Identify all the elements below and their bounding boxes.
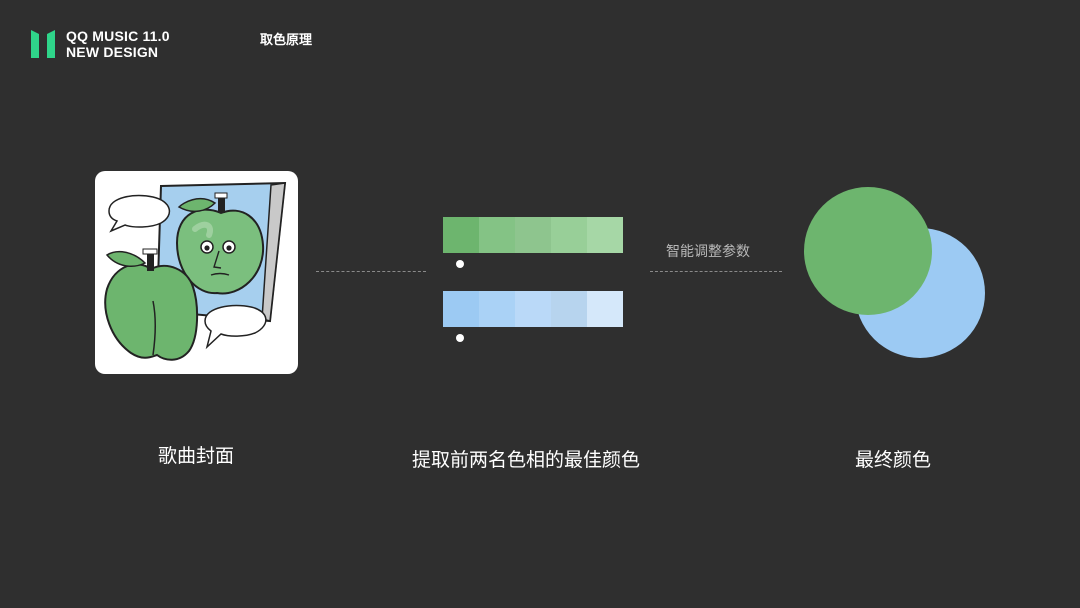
selected-dot-blue [456,334,464,342]
album-cover [95,171,298,374]
final-color-green-circle [804,187,932,315]
connector-dash-right [650,271,782,272]
blue-swatch-2 [479,291,515,327]
green-swatch-4 [551,217,587,253]
selected-dot-green [456,260,464,268]
brand-title: QQ MUSIC 11.0 NEW DESIGN [66,28,170,60]
blue-swatch-1 [443,291,479,327]
extract-caption: 提取前两名色相的最佳颜色 [412,449,641,471]
section-title: 取色原理 [260,33,313,48]
final-caption: 最终颜色 [855,449,932,471]
green-swatch-1 [443,217,479,253]
connector-dash-left [316,271,426,272]
blue-swatch-3 [515,291,551,327]
brand-line-2: NEW DESIGN [66,44,159,60]
blue-swatch-4 [551,291,587,327]
adjust-params-label: 智能调整参数 [666,244,750,260]
green-swatch-3 [515,217,551,253]
final-color-circles [804,187,985,358]
green-palette [443,217,623,253]
qq-music-logo [31,30,55,58]
green-swatch-2 [479,217,515,253]
blue-palette [443,291,623,327]
apple-mirror-illustration [104,181,287,361]
cover-caption: 歌曲封面 [158,445,235,467]
brand-line-1: QQ MUSIC 11.0 [66,28,170,44]
blue-swatch-5 [587,291,623,327]
green-swatch-5 [587,217,623,253]
